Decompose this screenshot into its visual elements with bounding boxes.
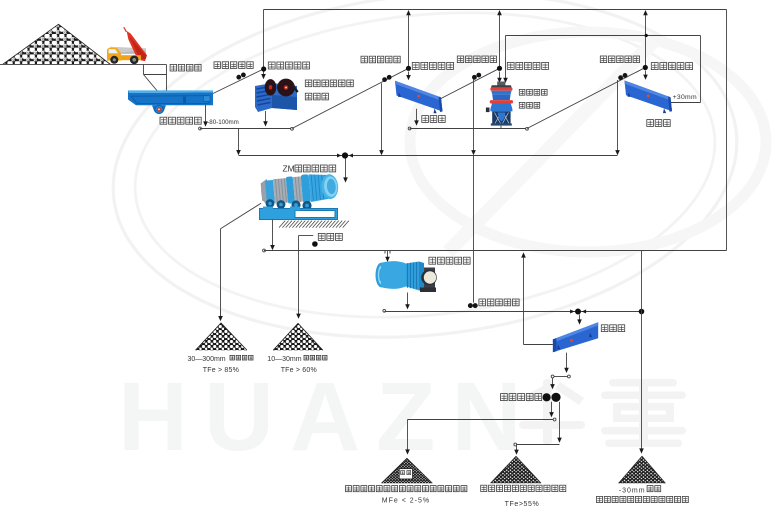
svg-text:MFe < 2-5%: MFe < 2-5% [382, 498, 430, 505]
svg-text:HUAZN: HUAZN [118, 362, 537, 471]
svg-text:+30mm: +30mm [673, 94, 697, 101]
svg-text:TFe > 60%: TFe > 60% [281, 367, 317, 374]
svg-text:TFe>55%: TFe>55% [505, 501, 540, 508]
svg-text:10—30mm: 10—30mm [267, 356, 301, 363]
svg-text:ZM: ZM [283, 164, 295, 174]
svg-text:30—300mm: 30—300mm [188, 356, 226, 363]
svg-text:-30mm: -30mm [619, 487, 646, 494]
svg-text:TFe > 85%: TFe > 85% [203, 367, 239, 374]
svg-text:-80-100mm: -80-100mm [207, 119, 239, 126]
